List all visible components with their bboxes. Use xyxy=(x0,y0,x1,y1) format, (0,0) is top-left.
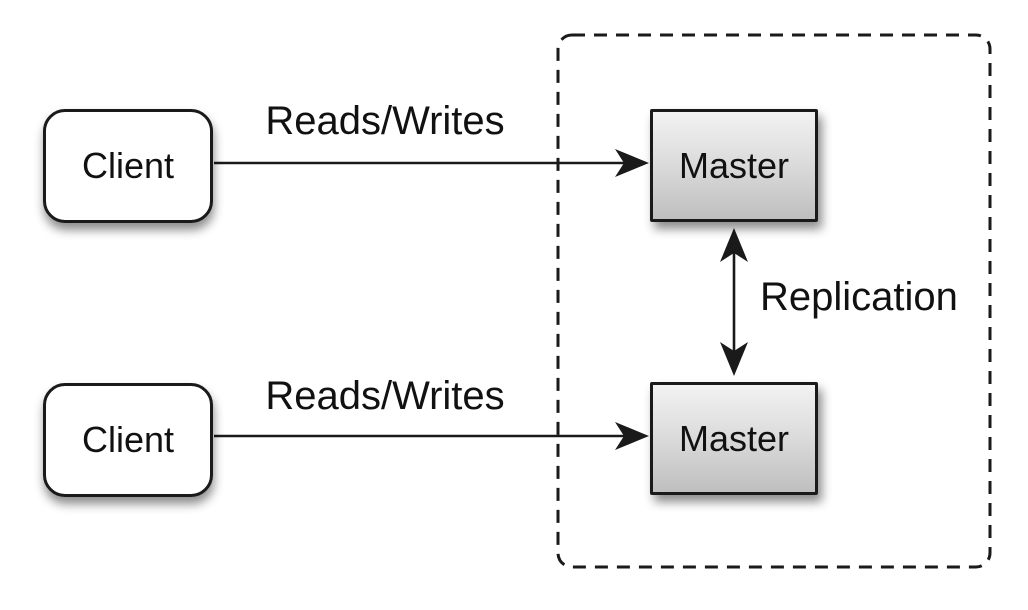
edge-label-replication: Replication xyxy=(760,275,958,319)
reads-writes-arrow-bottom xyxy=(214,422,649,450)
node-client-bottom-label: Client xyxy=(81,419,175,460)
node-client-bottom: Client xyxy=(43,383,213,497)
replication-cluster-boundary xyxy=(556,33,992,569)
reads-writes-arrow-top xyxy=(214,149,649,177)
edge-label-reads-writes-top: Reads/Writes xyxy=(265,99,505,143)
arrowhead-right-icon xyxy=(615,149,649,177)
node-master-bottom-label: Master xyxy=(678,417,790,459)
replication-arrow xyxy=(720,228,748,376)
node-client-top-label: Client xyxy=(81,145,175,186)
arrowhead-up-icon xyxy=(720,228,748,262)
edge-label-reads-writes-bottom: Reads/Writes xyxy=(265,374,505,418)
arrowhead-right-icon xyxy=(615,422,649,450)
node-client-top: Client xyxy=(43,109,213,223)
node-master-top: Master xyxy=(650,109,818,222)
node-master-top-label: Master xyxy=(678,144,790,186)
arrowhead-down-icon xyxy=(720,342,748,376)
node-master-bottom: Master xyxy=(650,382,818,495)
